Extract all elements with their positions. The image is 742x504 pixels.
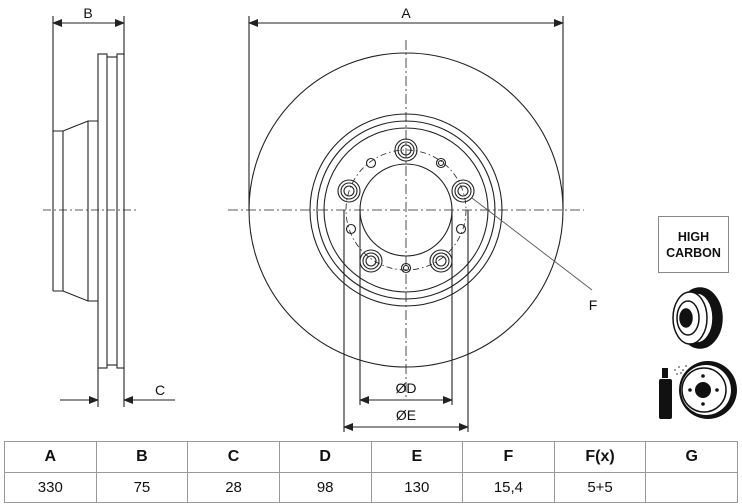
value-fx: 5+5 [553, 472, 647, 503]
header-g: G [645, 441, 738, 473]
dim-label-a: A [401, 5, 411, 21]
header-f: F [462, 441, 555, 473]
dim-label-c: C [155, 382, 165, 398]
dim-label-b: B [83, 5, 92, 21]
spec-table: A B C D E F F(x) G 330 75 28 98 130 15,4… [4, 441, 738, 503]
value-a: 330 [4, 472, 97, 503]
high-carbon-badge: HIGH CARBON [658, 216, 729, 273]
dim-label-e: ØE [396, 407, 416, 423]
value-c: 28 [187, 472, 280, 503]
header-c: C [187, 441, 280, 473]
dim-label-f: F [589, 297, 598, 313]
value-d: 98 [278, 472, 372, 503]
side-view [43, 16, 175, 407]
header-fx: F(x) [553, 441, 647, 473]
header-b: B [95, 441, 189, 473]
vented-disc-icon [672, 287, 723, 349]
value-g [645, 472, 738, 503]
value-b: 75 [95, 472, 189, 503]
dim-label-d: ØD [396, 380, 417, 396]
value-f: 15,4 [462, 472, 555, 503]
header-a: A [4, 441, 97, 473]
technical-drawing: B C [43, 5, 737, 432]
spec-values-row: 330 75 28 98 130 15,4 5+5 [4, 472, 738, 503]
coated-disc-spray-icon [659, 361, 737, 419]
value-e: 130 [370, 472, 464, 503]
front-view [228, 16, 593, 432]
header-e: E [370, 441, 464, 473]
spec-header-row: A B C D E F F(x) G [4, 441, 738, 473]
badge-line-1: HIGH [677, 229, 710, 244]
header-d: D [278, 441, 372, 473]
badge-line-2: CARBON [666, 245, 721, 260]
